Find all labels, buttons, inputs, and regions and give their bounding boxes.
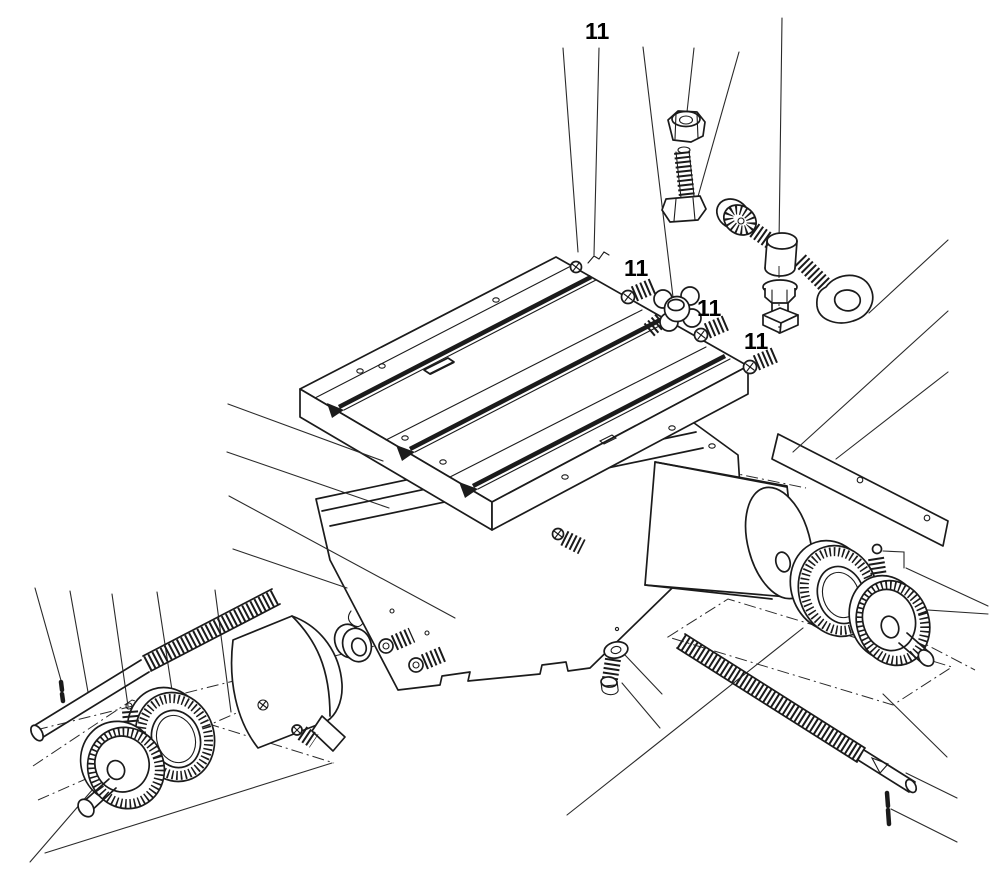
cover-plate (771, 433, 949, 547)
pan-screw-3 (742, 346, 781, 375)
shaft-collar-and-screws (291, 608, 447, 748)
clamp-handle-eye (816, 274, 874, 324)
clamp-flange-nut (762, 279, 798, 304)
dial-set-screw-left (122, 702, 139, 724)
pan-screw-1 (620, 277, 659, 305)
right-roll-pin (884, 790, 892, 827)
detent-ball-and-spring (868, 543, 887, 579)
table-key-tab (423, 357, 618, 445)
part-label-11-a: 11 (585, 18, 610, 44)
left-leadscrew (30, 588, 281, 742)
right-handle-stub (898, 632, 935, 667)
gib-screw-and-washer (600, 626, 629, 696)
right-leadscrew (676, 633, 918, 794)
left-handwheel (77, 720, 166, 818)
star-knob (642, 286, 702, 338)
pan-screw-2 (693, 314, 732, 343)
clamp-t-nut (762, 307, 799, 334)
cap-screw-1 (378, 627, 416, 654)
clamp-body (764, 232, 798, 277)
table-holes (356, 297, 716, 480)
cap-screw-2 (408, 646, 447, 673)
pan-screw-saddle (551, 527, 586, 555)
left-bearing-bracket (230, 615, 346, 752)
callout-lines (29, 17, 989, 863)
right-handwheel (848, 574, 935, 667)
part-label-11-d: 11 (744, 328, 769, 354)
part-label-11-c: 11 (697, 295, 722, 321)
pan-screw-top-left (569, 251, 610, 274)
pan-screw-small (291, 724, 319, 748)
hex-nut (667, 110, 706, 143)
cross-table (299, 256, 749, 531)
hex-bolt (661, 146, 707, 223)
t-slots (327, 275, 731, 498)
table-clamp-assembly (715, 198, 874, 334)
retainer-clip (587, 251, 610, 264)
left-dowel-pin (58, 679, 66, 704)
part-label-11-b: 11 (624, 255, 649, 281)
left-handle-stub (77, 778, 117, 818)
clamp-knurled-flange (715, 198, 758, 236)
